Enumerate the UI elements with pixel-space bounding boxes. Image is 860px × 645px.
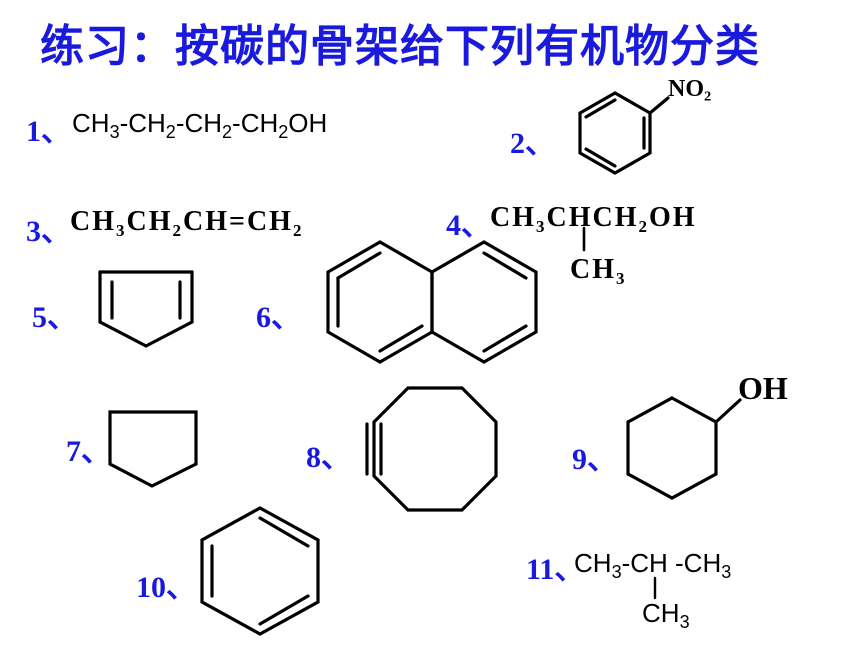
item-number-3: 3、	[26, 215, 71, 248]
formula-3: CH3CH2CH=CH2	[70, 206, 304, 240]
hydroxyl-group-label: OH	[738, 370, 788, 406]
item-number-8: 8、	[306, 441, 351, 474]
item-number-6: 6、	[256, 301, 301, 334]
item-number-11: 11、	[526, 553, 585, 586]
page-title: 练习：按碳的骨架给下列有机物分类	[40, 21, 760, 72]
item-number-1: 1、	[26, 115, 71, 148]
formula-1: CH3-CH2-CH2-CH2OH	[72, 108, 328, 142]
item-number-4: 4、	[446, 209, 491, 242]
item-number-5: 5、	[32, 301, 77, 334]
item-number-7: 7、	[66, 435, 111, 468]
formula-11-branch: CH3	[642, 598, 690, 632]
formula-4: CH3CHCH2OH	[490, 202, 697, 236]
item-number-10: 10、	[136, 571, 196, 604]
formula-4-branch: CH3	[570, 254, 627, 288]
formula-11: CH3-CH -CH3	[574, 548, 732, 582]
nitro-group-label: NO₂	[668, 76, 712, 102]
item-number-9: 9、	[572, 443, 617, 476]
item-number-2: 2、	[510, 127, 555, 160]
